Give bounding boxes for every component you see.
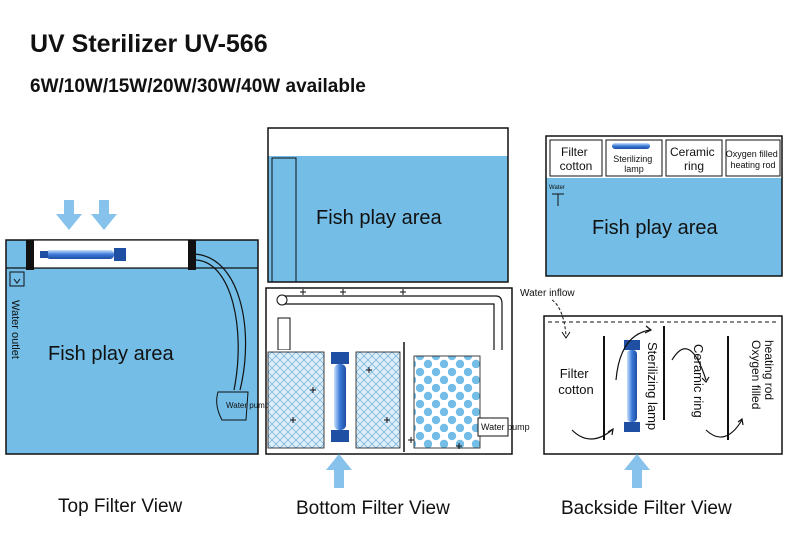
top-view-caption: Top Filter View <box>58 496 183 517</box>
back-oxygen-label-1b: Oxygen filled <box>749 340 763 409</box>
svg-text:Ceramic ring: Ceramic ring <box>670 145 718 173</box>
backside-filter-view: Filter cotton Sterilizing lamp Ceramic r… <box>520 135 783 488</box>
back-top-filter-label-2: cotton <box>560 159 593 173</box>
back-filter-label-2: cotton <box>558 382 593 397</box>
bottom-filter-media-1 <box>267 351 325 449</box>
svg-text:Sterilizing lamp: Sterilizing lamp <box>613 154 655 174</box>
bottom-inflow-arrow <box>326 454 352 488</box>
diagram-title: UV Sterilizer UV-566 <box>30 30 268 58</box>
back-water-inflow-label: Water inflow <box>520 288 575 299</box>
back-flow-arrows <box>571 325 744 440</box>
back-box-filter-cotton <box>549 139 603 177</box>
top-filter-view: Water outlet Water pump Fish play area <box>5 200 270 455</box>
top-water <box>6 240 258 454</box>
back-water-small-label: Water <box>549 185 565 191</box>
bottom-pump-label: Water pump <box>481 422 530 432</box>
top-fish-area: Fish play area <box>48 343 174 365</box>
back-upper-tank <box>545 135 783 277</box>
back-lamp-label: Sterilizing lamp <box>645 342 660 430</box>
back-inflow-arrow <box>624 454 650 488</box>
back-upper-water <box>546 178 782 276</box>
bottom-ceramic-media <box>413 355 481 449</box>
back-box-ceramic <box>665 139 723 177</box>
back-top-ceramic-label-1: Ceramic <box>670 145 715 159</box>
back-box-oxygen <box>725 139 781 177</box>
top-uv-lamp <box>40 248 126 261</box>
back-uv-lamp <box>624 340 640 432</box>
back-top-lamp-label-1: Sterilizing <box>613 154 652 164</box>
bottom-sump <box>265 287 513 455</box>
bottom-uv-lamp <box>331 352 349 442</box>
back-ceramic-label: Ceramic ring <box>691 344 706 418</box>
back-top-lamp-label-2: lamp <box>624 164 644 174</box>
bottom-filter-media-2 <box>355 351 401 449</box>
top-pump-label: Water pump <box>226 401 270 410</box>
svg-text:Filter cotton: Filter cotton <box>560 145 593 173</box>
back-oxygen-label-2: heating rod <box>762 340 776 400</box>
bottom-upper-water <box>268 156 508 282</box>
back-top-oxygen-label-1: Oxygen filled <box>726 149 778 159</box>
back-filter-label-1: Filter <box>560 366 590 381</box>
back-top-oxygen-label-2: heating rod <box>730 160 775 170</box>
bottom-filter-view: Fish play area <box>265 127 530 488</box>
bottom-upper-tank <box>267 127 509 283</box>
back-top-ceramic-label-2: ring <box>684 159 704 173</box>
top-inflow-arrows <box>56 200 117 230</box>
bottom-fish-area: Fish play area <box>316 207 442 229</box>
top-water-pump: Water pump <box>216 391 270 421</box>
svg-text:Filter cotton: Filter cotton <box>558 366 593 397</box>
back-section-tank <box>543 315 783 455</box>
diagram-subtitle: 6W/10W/15W/20W/30W/40W available <box>30 76 366 97</box>
bottom-view-caption: Bottom Filter View <box>296 498 450 519</box>
back-fish-area: Fish play area <box>592 217 718 239</box>
svg-text:Oxygen filled heating ro: Oxygen filled heating rod <box>726 149 781 170</box>
back-view-caption: Backside Filter View <box>561 498 732 519</box>
bottom-water-pump: Water pump <box>477 417 530 437</box>
top-water-outlet-label: Water outlet <box>9 300 21 359</box>
back-top-filter-label-1: Filter <box>561 145 588 159</box>
